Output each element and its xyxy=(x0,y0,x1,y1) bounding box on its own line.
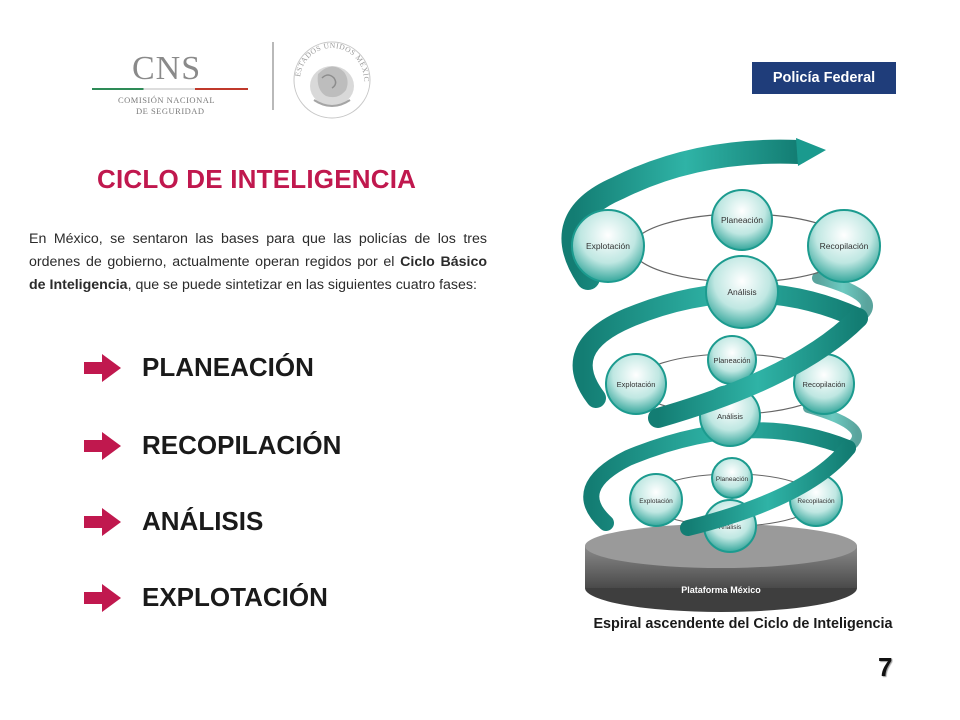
mexican-seal-icon: ESTADOS UNIDOS MEXICANOS xyxy=(286,34,371,119)
node-planeacion: Planeación xyxy=(716,476,749,483)
cns-subtitle-2: DE SEGURIDAD xyxy=(136,106,205,116)
cns-logo: CNS COMISIÓN NACIONAL DE SEGURIDAD xyxy=(92,50,252,122)
arrow-right-icon xyxy=(84,432,121,460)
policia-federal-badge: Policía Federal xyxy=(752,62,896,94)
cns-tricolor-line xyxy=(92,88,248,90)
intelligence-cycle-spiral-diagram: Plataforma México Planeación Recopilació… xyxy=(561,138,881,612)
node-recopilacion: Recopilación xyxy=(820,241,869,251)
node-recopilacion: Recopilación xyxy=(803,380,846,389)
phase-item-recopilacion: RECOPILACIÓN xyxy=(84,426,341,466)
phase-label: EXPLOTACIÓN xyxy=(142,582,328,612)
phase-label: PLANEACIÓN xyxy=(142,352,314,382)
phase-item-explotacion: EXPLOTACIÓN xyxy=(84,578,328,618)
node-explotacion: Explotación xyxy=(639,498,673,505)
phase-label: RECOPILACIÓN xyxy=(142,430,342,460)
arrow-right-icon xyxy=(84,508,121,536)
node-explotacion: Explotación xyxy=(617,380,656,389)
spiral-band-front xyxy=(648,308,868,536)
phase-item-planeacion: PLANEACIÓN xyxy=(84,348,314,388)
node-analisis: Análisis xyxy=(719,524,742,531)
node-planeacion: Planeación xyxy=(713,356,750,365)
intro-text-bold: Ciclo Básico de Inteligencia xyxy=(29,254,488,293)
spiral-arrow-head-icon xyxy=(796,138,826,166)
node-planeacion: Planeación xyxy=(721,215,763,225)
node-analisis: Análisis xyxy=(717,412,743,421)
node-analisis: Análisis xyxy=(727,287,756,297)
arrow-right-icon xyxy=(84,354,121,382)
intro-text-after: , que se puede sintetizar en las siguien… xyxy=(127,277,477,293)
node-recopilacion: Recopilación xyxy=(797,498,835,505)
phase-item-analisis: ANÁLISIS xyxy=(84,502,263,542)
phase-label: ANÁLISIS xyxy=(142,506,264,536)
page-title: CICLO DE INTELIGENCIA xyxy=(97,164,417,194)
intro-text-before: En México, se sentaron las bases para qu… xyxy=(29,231,487,270)
cycle-level-1: Planeación Recopilación Análisis Explota… xyxy=(571,189,881,329)
node-explotacion: Explotación xyxy=(586,241,630,251)
cns-subtitle-1: COMISIÓN NACIONAL xyxy=(118,95,216,105)
slide-number: 7 xyxy=(878,652,893,682)
intro-paragraph: En México, se sentaron las bases para qu… xyxy=(29,228,487,297)
diagram-caption: Espiral ascendente del Ciclo de Intelige… xyxy=(593,616,893,632)
platform-label: Plataforma México xyxy=(681,585,761,595)
arrow-right-icon xyxy=(84,584,121,612)
cns-acronym: CNS xyxy=(132,50,202,87)
logo-divider xyxy=(272,42,274,110)
